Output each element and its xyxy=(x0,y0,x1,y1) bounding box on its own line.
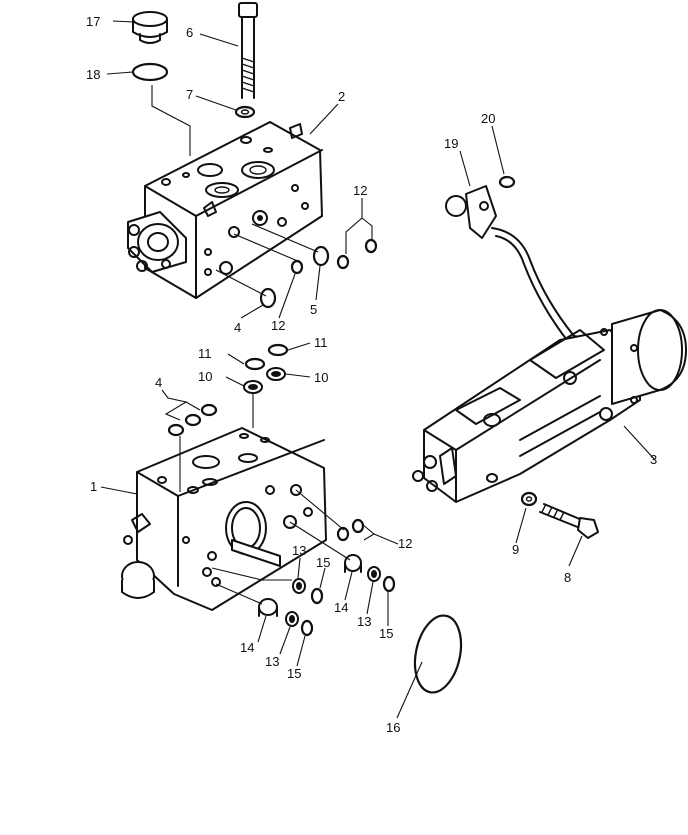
part-18-o-ring[interactable] xyxy=(131,62,169,82)
callout-15-top: 15 xyxy=(316,555,330,570)
part-10-inserts[interactable] xyxy=(243,367,286,394)
part-6-bolt[interactable] xyxy=(238,2,258,99)
part-8-bolt[interactable] xyxy=(539,503,599,539)
part-12-o-ring-single[interactable] xyxy=(290,259,304,275)
assembly-line-18 xyxy=(151,85,191,156)
part-13-15-set-c[interactable] xyxy=(292,578,324,605)
callout-15-right: 15 xyxy=(379,626,393,641)
callout-11-right: 11 xyxy=(314,335,328,350)
callout-12-mid: 12 xyxy=(271,318,285,333)
callout-4-upper: 4 xyxy=(234,320,241,335)
callout-19: 19 xyxy=(444,136,458,151)
callout-14-left: 14 xyxy=(240,640,254,655)
callout-1: 1 xyxy=(90,479,97,494)
part-16-large-o-ring[interactable] xyxy=(408,611,467,696)
callout-9: 9 xyxy=(512,542,519,557)
part-7-washer[interactable] xyxy=(234,105,256,119)
callout-labels: 17 6 18 7 2 20 19 12 5 4 12 11 11 10 10 … xyxy=(86,14,657,735)
callout-3: 3 xyxy=(650,452,657,467)
part-4-o-rings-lower[interactable] xyxy=(167,403,218,437)
callout-13-right: 13 xyxy=(357,614,371,629)
part-19-sensor[interactable] xyxy=(445,185,601,347)
part-5-o-ring[interactable] xyxy=(312,245,330,267)
callout-17: 17 xyxy=(86,14,100,29)
callout-6: 6 xyxy=(186,25,193,40)
callout-10-left: 10 xyxy=(198,369,212,384)
part-12-o-rings-lower[interactable] xyxy=(336,518,365,542)
part-2-upper-valve-block[interactable] xyxy=(127,121,323,299)
callout-2: 2 xyxy=(338,89,345,104)
callout-20: 20 xyxy=(481,111,495,126)
part-12-o-rings-upper[interactable] xyxy=(336,238,378,270)
part-4-o-ring-upper[interactable] xyxy=(259,287,277,309)
callout-15-left: 15 xyxy=(287,666,301,681)
callout-7: 7 xyxy=(186,87,193,102)
callout-10-right: 10 xyxy=(314,370,328,385)
callout-12-upper: 12 xyxy=(353,183,367,198)
leader-lines xyxy=(100,20,656,719)
callout-16: 16 xyxy=(386,720,400,735)
callout-4-lower: 4 xyxy=(155,375,162,390)
callout-8: 8 xyxy=(564,570,571,585)
part-9-washer[interactable] xyxy=(520,491,538,507)
part-1-lower-valve-block[interactable] xyxy=(121,427,327,611)
callout-13-left: 13 xyxy=(265,654,279,669)
callout-5: 5 xyxy=(310,302,317,317)
callout-13-top: 13 xyxy=(292,543,306,558)
part-17-plug[interactable] xyxy=(132,11,168,44)
callout-11-left: 11 xyxy=(198,346,212,361)
part-3-solenoid-assembly[interactable] xyxy=(412,309,687,503)
part-13-14-15-set-a[interactable] xyxy=(344,554,396,593)
part-13-14-15-set-b[interactable] xyxy=(258,598,314,637)
part-20-washer[interactable] xyxy=(498,175,516,189)
callout-14-right: 14 xyxy=(334,600,348,615)
callout-18: 18 xyxy=(86,67,100,82)
part-11-o-rings[interactable] xyxy=(244,343,289,371)
callout-12-lower: 12 xyxy=(398,536,412,551)
